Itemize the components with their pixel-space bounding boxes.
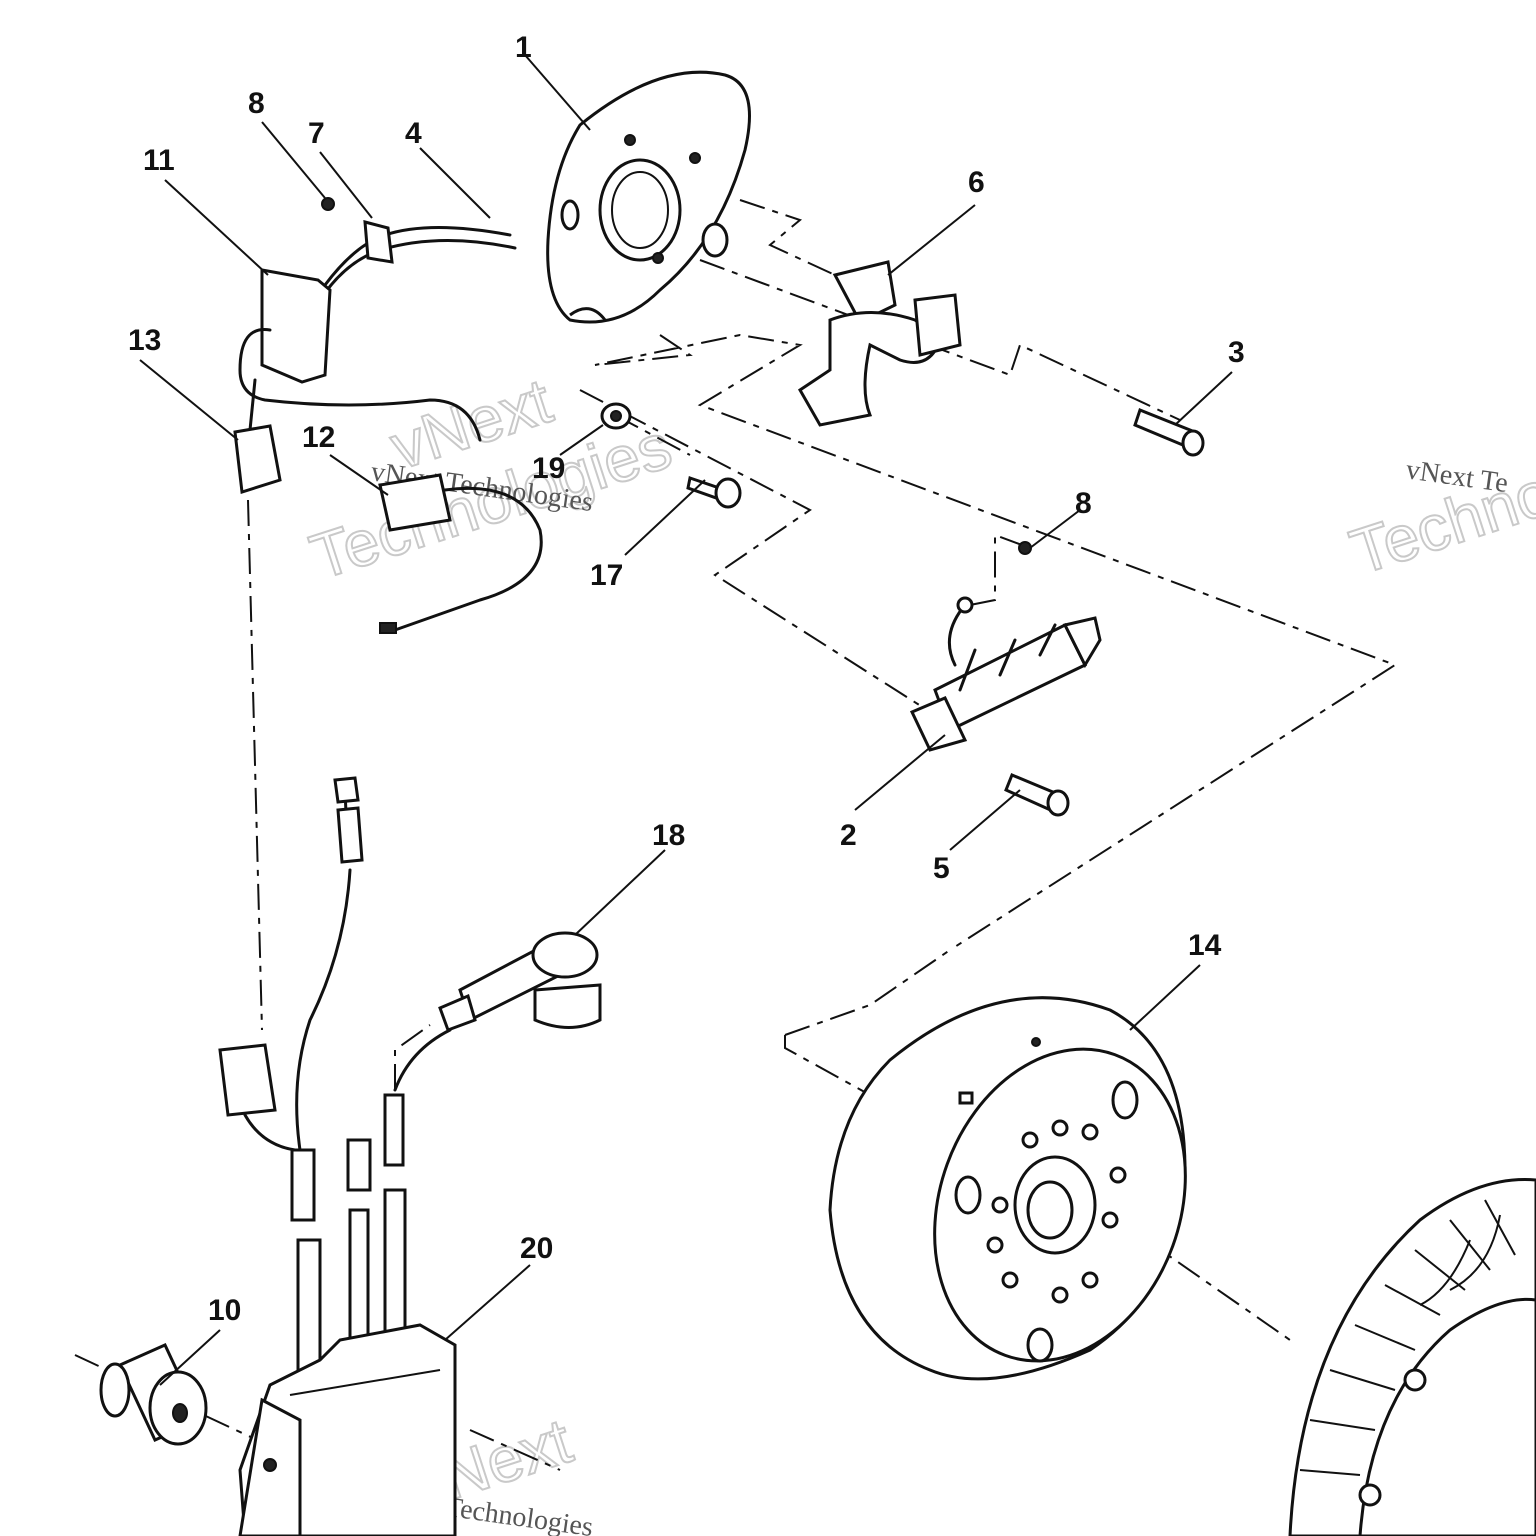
callout-1: 1 [515,31,532,64]
callout-19: 19 [532,452,565,485]
spacer-10 [99,1343,208,1446]
washer-19 [600,402,632,430]
callout-12: 12 [302,421,335,454]
spark-plug-cap [383,931,602,1167]
callout-18: 18 [652,819,685,852]
callout-13: 13 [128,324,161,357]
ground-lead [218,776,364,1222]
screw-3 [1133,408,1205,457]
callout-4: 4 [405,117,422,150]
callout-6: 6 [968,166,985,199]
callout-11: 11 [143,144,175,177]
callout-14: 14 [1188,929,1222,962]
charge-coil [909,541,1102,752]
screw-5 [1004,773,1070,817]
callout-8-mid: 8 [1075,487,1092,520]
callout-10: 10 [208,1294,241,1327]
callout-20: 20 [520,1232,553,1265]
relay-connector [378,473,543,634]
pulser-coil [798,260,962,427]
callout-2: 2 [840,819,857,852]
callout-17: 17 [590,559,623,592]
leader-lines [139,54,1233,1386]
ignition-coil [238,1138,457,1536]
cooling-fan [1288,1178,1536,1536]
flywheel [828,996,1187,1381]
callout-7: 7 [308,117,325,150]
wiring-harness [233,197,517,494]
callout-8-top: 8 [248,87,265,120]
assembly-lines [74,199,1398,1471]
bolt-17 [686,476,742,509]
stator-plate [546,70,751,324]
callout-3: 3 [1228,336,1245,369]
callout-labels: 1 8 7 4 11 6 13 3 12 19 8 17 2 18 5 14 2… [128,31,1245,1327]
callout-5: 5 [933,852,950,885]
